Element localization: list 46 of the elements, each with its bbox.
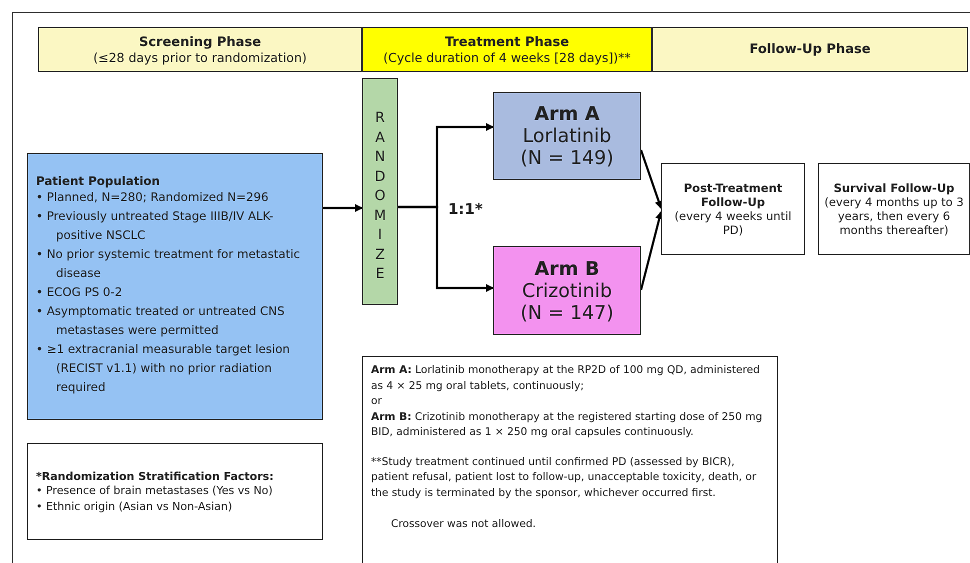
arm-title: Arm B bbox=[534, 258, 600, 280]
notes-box bbox=[362, 356, 778, 563]
bullet-item: • Previously untreated Stage IIIB/IV ALK-positive NSCLC bbox=[36, 208, 274, 244]
bullet-item: • No prior systemic treatment for metastatic disease bbox=[36, 246, 301, 282]
note-text: Crossover was not allowed. bbox=[390, 517, 537, 532]
randomize-label: RANDOMIZE bbox=[374, 109, 386, 284]
arm-text: (N = 147) bbox=[519, 302, 615, 324]
phase-header bbox=[362, 27, 652, 72]
follow-up-title: Post-Treatment Follow-Up bbox=[682, 181, 784, 209]
phase-header bbox=[652, 27, 968, 72]
arm-text: Lorlatinib bbox=[522, 125, 612, 147]
arrow bbox=[398, 206, 494, 292]
box-heading: Patient Population bbox=[36, 174, 161, 188]
arm-box bbox=[493, 246, 641, 335]
follow-up-box bbox=[818, 163, 970, 255]
follow-up-note: (every 4 weeks until PD) bbox=[674, 209, 792, 237]
phase-title: Treatment Phase bbox=[444, 34, 570, 50]
phase-note: (≤28 days prior to randomization) bbox=[92, 50, 308, 64]
arrow bbox=[640, 211, 664, 290]
arm-text: (N = 149) bbox=[519, 147, 615, 169]
arm-title: Arm A bbox=[533, 103, 601, 125]
arrow bbox=[640, 150, 662, 209]
follow-up-note: (every 4 months up to 3 years, then every 6 months thereafter) bbox=[823, 195, 965, 237]
population-box bbox=[27, 153, 323, 420]
stratification-box bbox=[27, 443, 323, 540]
bullet-item: • ≥1 extracranial measurable target lesion (RECIST v1.1) with no prior radiation required bbox=[36, 341, 291, 396]
bullet-item: • Ethnic origin (Asian vs Non-Asian) bbox=[36, 499, 234, 515]
follow-up-box bbox=[661, 163, 805, 255]
bullet-item: • Asymptomatic treated or untreated CNS metastases were permitted bbox=[36, 303, 286, 339]
box-heading: *Randomization Stratification Factors: bbox=[36, 470, 275, 483]
bullet-item: • Planned, N=280; Randomized N=296 bbox=[36, 189, 270, 206]
note-text: Arm B: Crizotinib monotherapy at the registered starting dose of 250 mg BID, administered as 1 × 250 mg oral capsules continuously. bbox=[371, 410, 764, 440]
phase-note: (Cycle duration of 4 weeks [28 days])** bbox=[382, 50, 632, 64]
note-text: **Study treatment continued until confirmed PD (assessed by BICR), patient refusal, patient lost to follow-up, unacceptable toxicity, death, or the study is terminated by the sponsor, whichever occurred first. bbox=[371, 454, 758, 500]
arm-text: Crizotinib bbox=[520, 280, 614, 302]
bullet-item: • Presence of brain metastases (Yes vs No) bbox=[36, 483, 274, 499]
note-text: Arm A: Lorlatinib monotherapy at the RP2D of 100 mg QD, administered as 4 × 25 mg oral tablets, continuously; bbox=[371, 363, 761, 394]
note-text: or bbox=[371, 394, 383, 409]
phase-title: Follow-Up Phase bbox=[748, 42, 872, 57]
phase-header bbox=[38, 27, 362, 72]
arm-box bbox=[493, 92, 641, 180]
arrow bbox=[323, 204, 363, 212]
randomize-bar bbox=[362, 78, 398, 305]
phase-title: Screening Phase bbox=[138, 34, 262, 50]
bullet-item: • ECOG PS 0-2 bbox=[36, 284, 124, 301]
follow-up-title: Survival Follow-Up bbox=[832, 181, 956, 195]
